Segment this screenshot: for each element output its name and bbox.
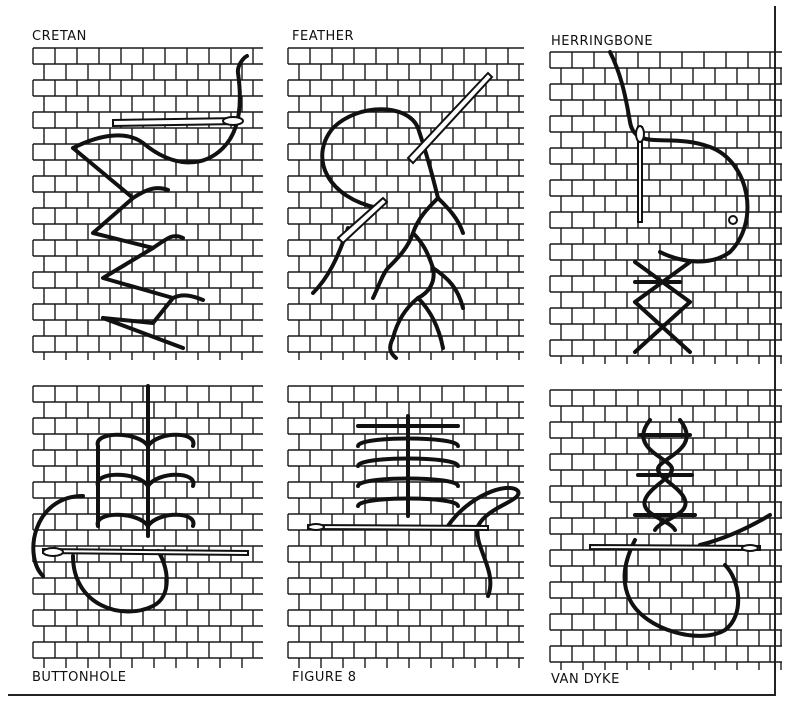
vandyke-stitch-drawing [550,390,782,670]
figure8-stitch-drawing [288,386,524,668]
label-herringbone: HERRINGBONE [551,34,653,49]
label-vandyke: VAN DYKE [551,672,620,687]
label-cretan: CRETAN [32,29,87,44]
herringbone-stitch-drawing [550,52,782,364]
buttonhole-stitch-drawing [33,386,263,668]
feather-stitch-drawing [288,48,524,360]
label-figure8: FIGURE 8 [292,670,357,685]
cretan-stitch-drawing [33,48,263,360]
label-feather: FEATHER [292,29,354,44]
label-buttonhole: BUTTONHOLE [32,670,127,685]
